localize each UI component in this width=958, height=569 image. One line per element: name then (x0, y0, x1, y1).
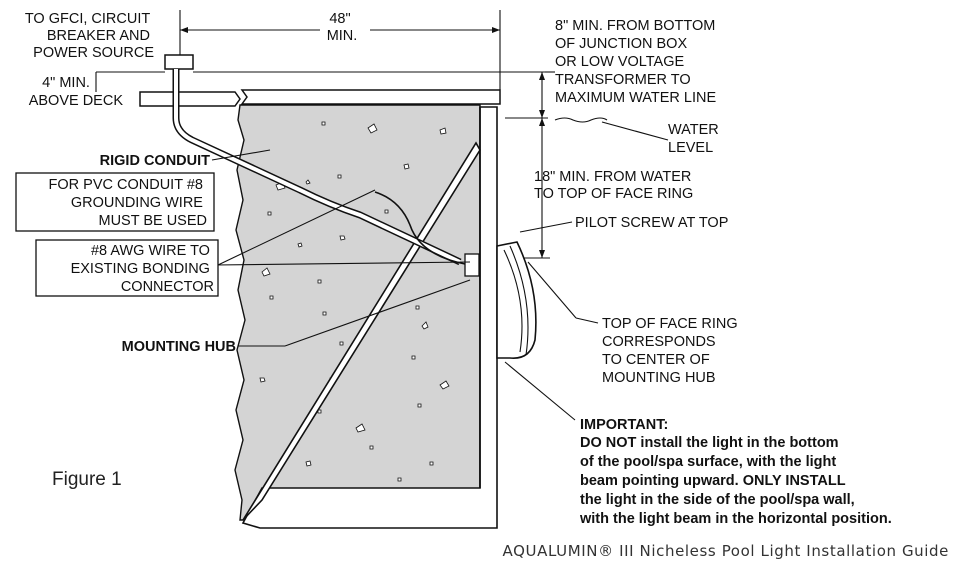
top-face-label: TOP OF FACE RING CORRESPONDS TO CENTER O… (602, 316, 742, 386)
min4-label: 4" MIN. ABOVE DECK (29, 75, 124, 109)
pool-slope (242, 141, 481, 521)
min8-label: 8" MIN. FROM BOTTOM OF JUNCTION BOX OR L… (555, 18, 719, 106)
figure-caption: Figure 1 (52, 469, 122, 490)
pvc-note-box (15, 172, 215, 232)
pool-light-fixture (496, 241, 537, 359)
important-note: IMPORTANT: DO NOT install the light in t… (579, 417, 892, 527)
min18-label: 18" MIN. FROM WATER TO TOP OF FACE RING (534, 169, 695, 202)
awg-note-box (35, 239, 219, 297)
grounding-wire (374, 191, 466, 265)
water-level-wave (554, 117, 608, 123)
deck (139, 91, 241, 107)
water-level-label: WATER LEVEL (668, 122, 723, 156)
pilot-screw-label: PILOT SCREW AT TOP (575, 215, 728, 231)
concrete-section (234, 104, 481, 521)
mounting-hub (464, 253, 480, 277)
gfci-label: TO GFCI, CIRCUIT BREAKER AND POWER SOURC… (25, 11, 154, 61)
footer-title: AQUALUMIN® III Nicheless Pool Light Inst… (503, 542, 950, 560)
dimension-48-label: 48" MIN. (327, 11, 358, 44)
mounting-hub-label: MOUNTING HUB (122, 339, 236, 355)
aggregate-specks (259, 121, 450, 505)
pool-wall-liner (241, 106, 498, 529)
awg-note-text: #8 AWG WIRE TO EXISTING BONDING CONNECTO… (71, 243, 214, 295)
rigid-conduit-label: RIGID CONDUIT (100, 153, 211, 169)
junction-box (164, 54, 194, 70)
pvc-note-text: FOR PVC CONDUIT #8 GROUNDING WIRE MUST B… (49, 177, 207, 229)
